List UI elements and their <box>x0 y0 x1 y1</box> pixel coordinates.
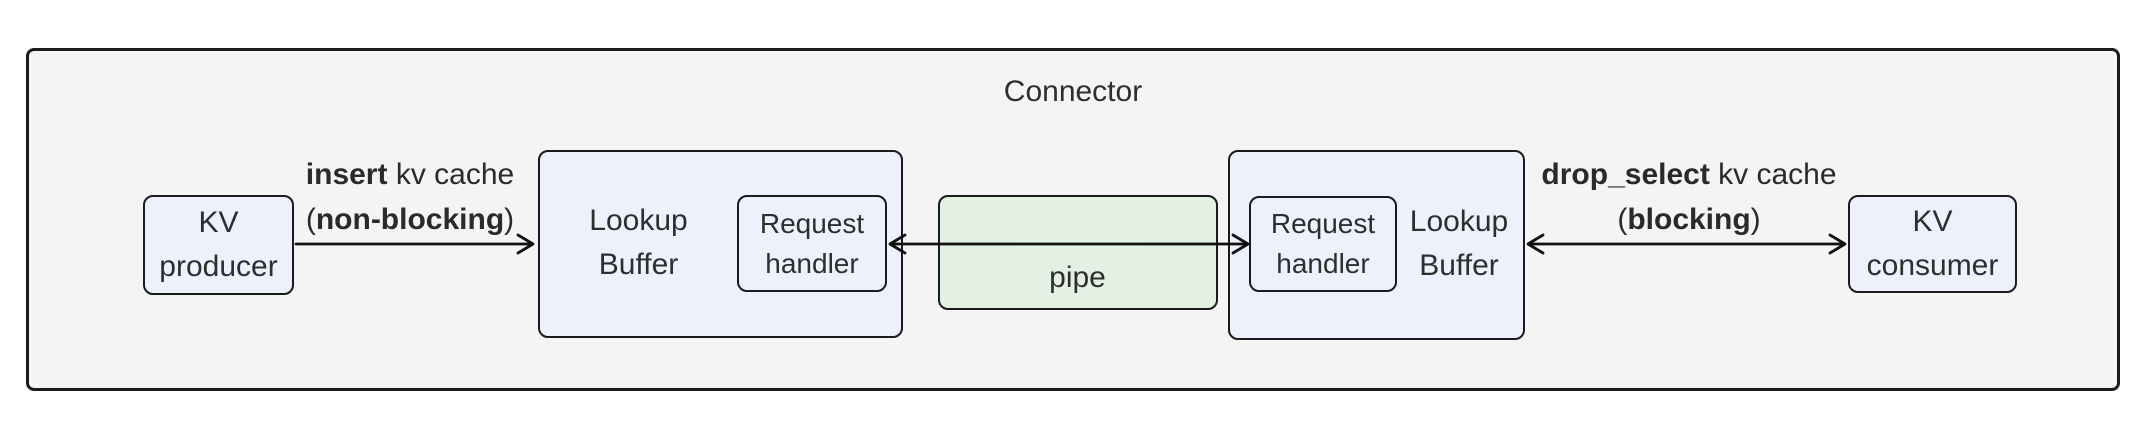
lookup-buffer-right-node: Request handler Lookup Buffer <box>1228 150 1525 340</box>
kv-producer-label: KV producer <box>159 206 278 283</box>
request-handler-left-label: Request handler <box>759 207 865 279</box>
lookup-buffer-left-label: Lookup Buffer <box>589 204 688 281</box>
pipe-node: pipe <box>938 195 1218 310</box>
drop-select-edge-label-line2: (blocking) <box>1617 203 1761 236</box>
request-handler-right-label: Request handler <box>1270 208 1376 279</box>
insert-edge-label-line1: insert kv cache <box>305 158 515 191</box>
lookup-buffer-left-label-zone: Lookup Buffer <box>540 152 737 334</box>
connector-title: Connector <box>1003 75 1143 108</box>
insert-edge-label-line2: (non-blocking) <box>305 203 515 236</box>
kv-consumer-label: KV consumer <box>1866 205 1999 282</box>
kv-consumer-node: KV consumer <box>1848 195 2017 293</box>
kv-producer-node: KV producer <box>143 195 294 295</box>
lookup-buffer-left-node: Lookup Buffer Request handler <box>538 150 903 338</box>
drop-select-edge-label-line1: drop_select kv cache <box>1541 158 1837 191</box>
pipe-label-zone: pipe <box>940 249 1215 307</box>
lookup-buffer-right-label: Lookup Buffer <box>1409 205 1509 282</box>
lookup-buffer-right-label-zone: Lookup Buffer <box>1397 152 1521 336</box>
pipe-label: pipe <box>1049 261 1106 294</box>
request-handler-right-node: Request handler <box>1249 196 1397 292</box>
insert-edge-label: insert kv cache (non-blocking) <box>270 152 550 242</box>
request-handler-left-node: Request handler <box>737 195 887 292</box>
drop-select-edge-label: drop_select kv cache (blocking) <box>1528 152 1850 242</box>
